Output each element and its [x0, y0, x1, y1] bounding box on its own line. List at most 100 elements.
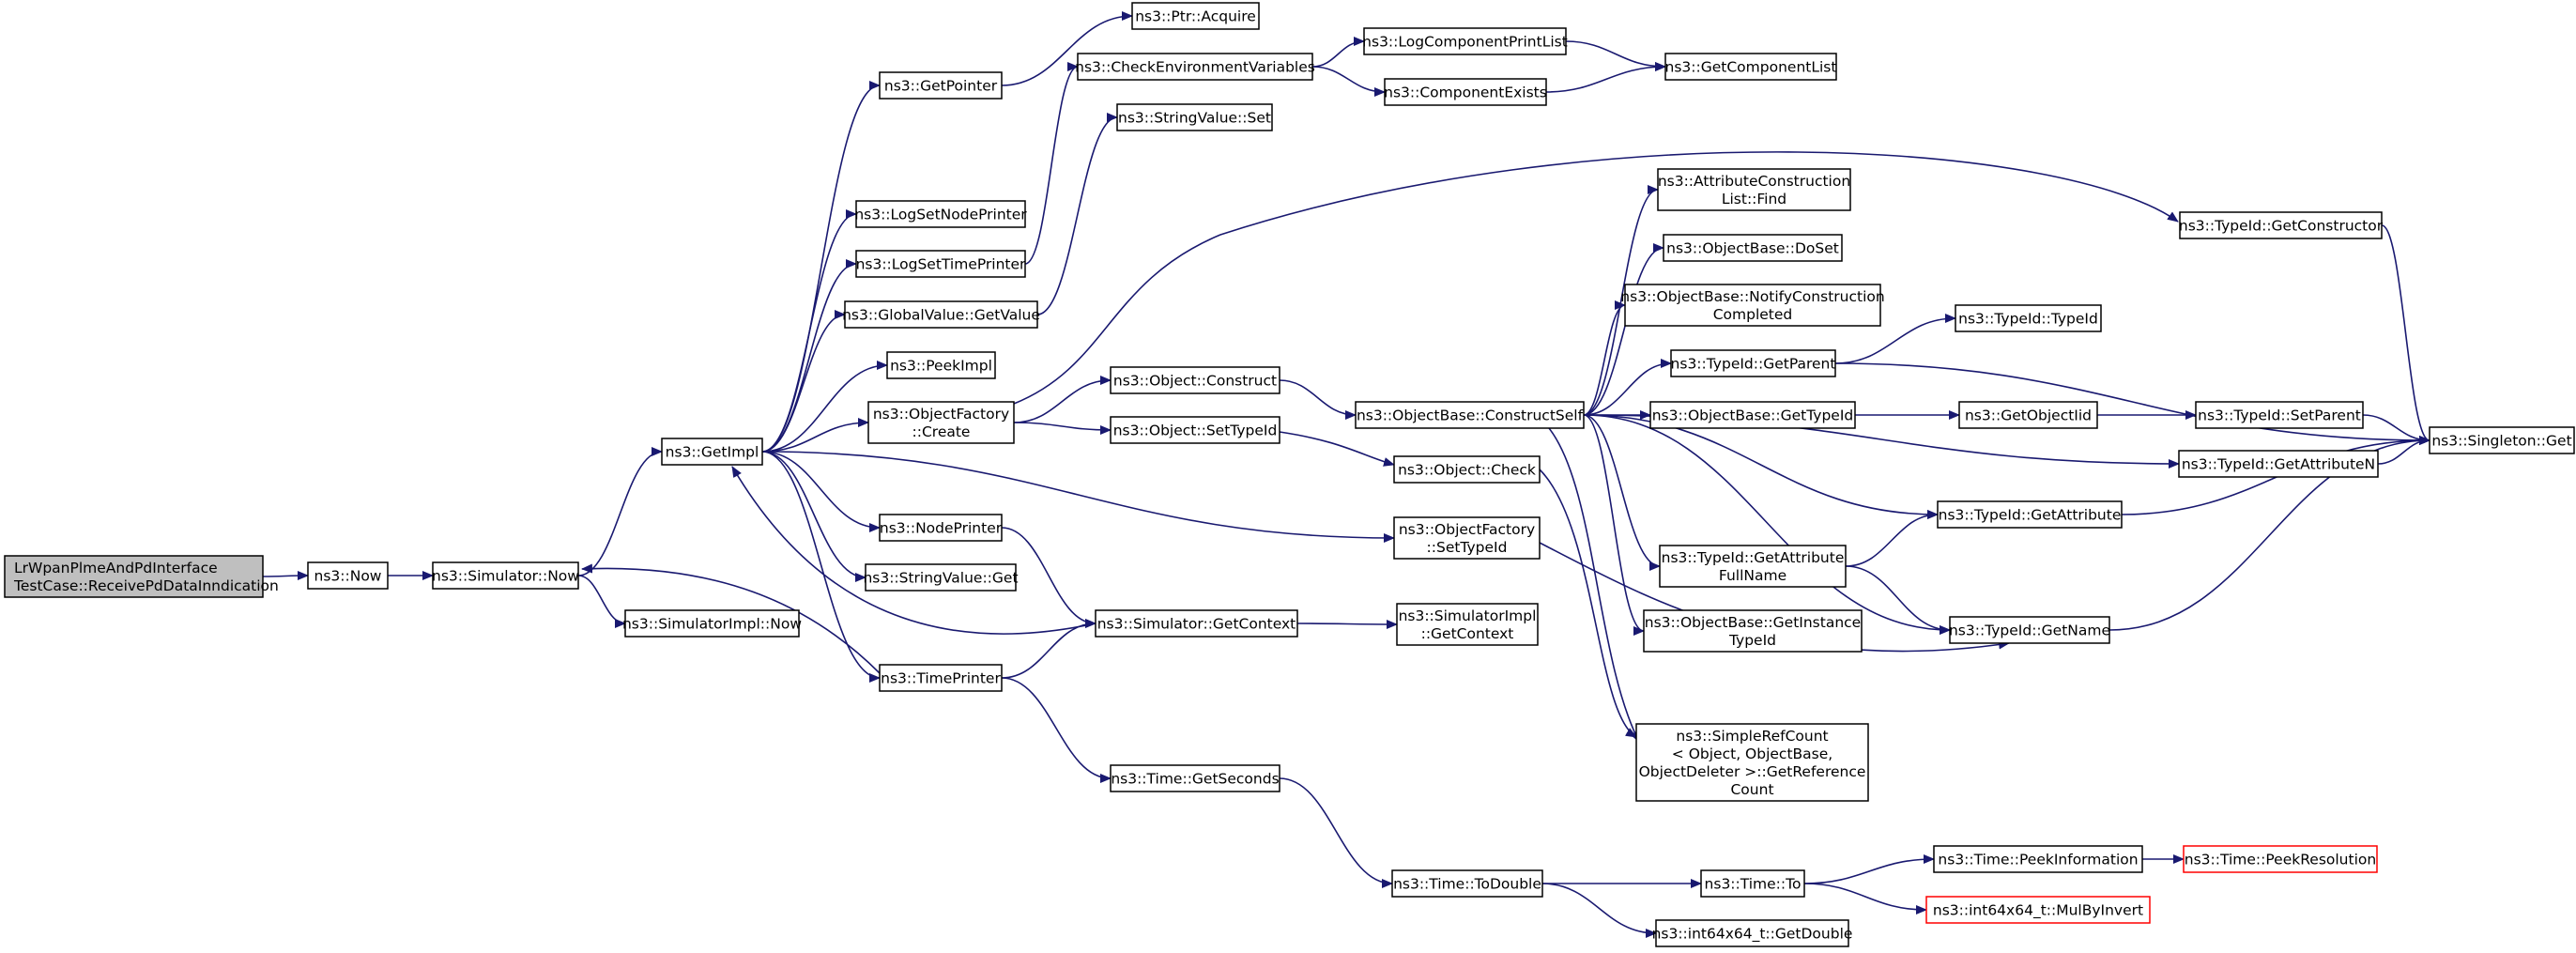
node-box[interactable] — [1933, 845, 2143, 873]
node-box[interactable] — [2178, 450, 2379, 478]
node-ns3-simulatorimpl-getcontext[interactable]: ns3::SimulatorImpl::GetContext — [1396, 603, 1539, 646]
node-box[interactable] — [865, 563, 1017, 592]
node-box[interactable] — [1355, 401, 1585, 429]
node-ns3-time-getseconds[interactable]: ns3::Time::GetSeconds — [1110, 764, 1280, 792]
node-box[interactable] — [1664, 53, 1837, 81]
node-ns3-objectbase-constructself[interactable]: ns3::ObjectBase::ConstructSelf — [1355, 401, 1585, 429]
node-ns3-typeid-getattributen[interactable]: ns3::TypeId::GetAttributeN — [2178, 450, 2379, 478]
node-ns3-typeid-getconstructor[interactable]: ns3::TypeId::GetConstructor — [2179, 211, 2384, 239]
node-box[interactable] — [432, 561, 579, 590]
node-ns3-object-construct[interactable]: ns3::Object::Construct — [1110, 366, 1280, 394]
node-box[interactable] — [1110, 764, 1280, 792]
node-box[interactable] — [879, 71, 1003, 100]
node-ns3-logsetnodeprinter[interactable]: ns3::LogSetNodePrinter — [854, 200, 1027, 228]
node-ns3-simulator-getcontext[interactable]: ns3::Simulator::GetContext — [1095, 609, 1298, 638]
node-box[interactable] — [844, 300, 1038, 329]
node-ns3-timeprinter[interactable]: ns3::TimePrinter — [879, 664, 1003, 692]
node-box[interactable] — [1110, 416, 1280, 444]
node-box[interactable] — [1655, 919, 1849, 947]
node-ns3-int64x64-t-getdouble[interactable]: ns3::int64x64_t::GetDouble — [1652, 919, 1853, 947]
node-box[interactable] — [1624, 284, 1881, 327]
node-ns3-simulator-now[interactable]: ns3::Simulator::Now — [432, 561, 579, 590]
node-ns3-checkenvironmentvariables[interactable]: ns3::CheckEnvironmentVariables — [1075, 53, 1315, 81]
node-box[interactable] — [1384, 78, 1547, 106]
node-ns3-time-to[interactable]: ns3::Time::To — [1700, 869, 1805, 898]
node-box[interactable] — [2429, 426, 2575, 454]
node-ns3-getobjectiid[interactable]: ns3::GetObjectIid — [1958, 401, 2098, 429]
node-box[interactable] — [1700, 869, 1805, 898]
node-ns3-nodeprinter[interactable]: ns3::NodePrinter — [879, 514, 1003, 542]
node-box[interactable] — [1095, 609, 1298, 638]
node-ns3-ptr-acquire[interactable]: ns3::Ptr::Acquire — [1131, 2, 1260, 30]
node-box[interactable] — [1131, 2, 1260, 30]
node-ns3-logsettimeprinter[interactable]: ns3::LogSetTimePrinter — [855, 250, 1026, 278]
node-ns3-peekimpl[interactable]: ns3::PeekImpl — [886, 351, 996, 379]
node-box[interactable] — [1949, 616, 2110, 644]
node-box[interactable] — [1110, 366, 1280, 394]
node-box[interactable] — [1670, 349, 1836, 377]
node-box[interactable] — [2179, 211, 2383, 239]
node-ns3-singleton-get[interactable]: ns3::Singleton::Get — [2429, 426, 2575, 454]
node-ns3-simplerefcount-object-objectbase-objectdeleter-getreference-count[interactable]: ns3::SimpleRefCount< Object, ObjectBase,… — [1635, 723, 1869, 802]
node-box[interactable] — [867, 401, 1015, 444]
node-ns3-stringvalue-set[interactable]: ns3::StringValue::Set — [1116, 103, 1273, 131]
node-ns3-stringvalue-get[interactable]: ns3::StringValue::Get — [863, 563, 1019, 592]
node-ns3-logcomponentprintlist[interactable]: ns3::LogComponentPrintList — [1362, 27, 1568, 55]
node-box[interactable] — [855, 200, 1026, 228]
node-box[interactable] — [886, 351, 996, 379]
node-ns3-objectfactory-settypeid[interactable]: ns3::ObjectFactory::SetTypeId — [1393, 516, 1541, 560]
node-ns3-time-todouble[interactable]: ns3::Time::ToDouble — [1391, 869, 1543, 898]
node-box[interactable] — [1937, 500, 2123, 529]
node-ns3-typeid-setparent[interactable]: ns3::TypeId::SetParent — [2195, 401, 2364, 429]
node-box[interactable] — [879, 514, 1003, 542]
node-ns3-typeid-getname[interactable]: ns3::TypeId::GetName — [1949, 616, 2110, 644]
node-ns3-objectbase-doset[interactable]: ns3::ObjectBase::DoSet — [1663, 234, 1843, 262]
node-box[interactable] — [1958, 401, 2098, 429]
node-box[interactable] — [624, 609, 800, 638]
node-ns3-time-peekresolution[interactable]: ns3::Time::PeekResolution — [2183, 845, 2378, 873]
node-ns3-getpointer[interactable]: ns3::GetPointer — [879, 71, 1003, 100]
node-box[interactable] — [1396, 603, 1539, 646]
node-box[interactable] — [1077, 53, 1313, 81]
node-ns3-componentexists[interactable]: ns3::ComponentExists — [1384, 78, 1547, 106]
node-box[interactable] — [1659, 545, 1847, 588]
node-box[interactable] — [1663, 234, 1843, 262]
node-ns3-objectfactory-create[interactable]: ns3::ObjectFactory::Create — [867, 401, 1015, 444]
node-box[interactable] — [1643, 609, 1863, 653]
node-ns3-globalvalue-getvalue[interactable]: ns3::GlobalValue::GetValue — [842, 300, 1040, 329]
node-ns3-object-check[interactable]: ns3::Object::Check — [1393, 455, 1541, 484]
node-lrwpanplmeandpdinterface-testcase-receivepddatainndication[interactable]: LrWpanPlmeAndPdInterfaceTestCase::Receiv… — [4, 555, 279, 598]
node-ns3-typeid-getattribute[interactable]: ns3::TypeId::GetAttribute — [1937, 500, 2123, 529]
node-box[interactable] — [1649, 401, 1856, 429]
node-box[interactable] — [879, 664, 1003, 692]
node-box[interactable] — [1393, 516, 1541, 560]
node-box[interactable] — [1393, 455, 1541, 484]
node-ns3-int64x64-t-mulbyinvert[interactable]: ns3::int64x64_t::MulByInvert — [1925, 896, 2151, 924]
node-ns3-typeid-getparent[interactable]: ns3::TypeId::GetParent — [1670, 349, 1836, 377]
node-ns3-object-settypeid[interactable]: ns3::Object::SetTypeId — [1110, 416, 1280, 444]
node-box[interactable] — [4, 555, 264, 598]
node-box[interactable] — [307, 561, 389, 590]
node-box[interactable] — [855, 250, 1026, 278]
node-box[interactable] — [1391, 869, 1543, 898]
node-box[interactable] — [1657, 168, 1851, 211]
node-ns3-now[interactable]: ns3::Now — [307, 561, 389, 590]
node-box[interactable] — [1955, 304, 2102, 332]
node-ns3-objectbase-gettypeid[interactable]: ns3::ObjectBase::GetTypeId — [1649, 401, 1856, 429]
node-box[interactable] — [661, 438, 763, 466]
node-ns3-objectbase-notifyconstruction-completed[interactable]: ns3::ObjectBase::NotifyConstructionCompl… — [1620, 284, 1885, 327]
node-ns3-getcomponentlist[interactable]: ns3::GetComponentList — [1664, 53, 1837, 81]
node-box[interactable] — [2183, 845, 2378, 873]
node-box[interactable] — [1116, 103, 1273, 131]
node-box[interactable] — [1635, 723, 1869, 802]
node-box[interactable] — [2195, 401, 2364, 429]
node-ns3-simulatorimpl-now[interactable]: ns3::SimulatorImpl::Now — [622, 609, 802, 638]
node-ns3-getimpl[interactable]: ns3::GetImpl — [661, 438, 763, 466]
node-ns3-time-peekinformation[interactable]: ns3::Time::PeekInformation — [1933, 845, 2143, 873]
node-box[interactable] — [1363, 27, 1567, 55]
node-box[interactable] — [1925, 896, 2151, 924]
node-ns3-typeid-typeid[interactable]: ns3::TypeId::TypeId — [1955, 304, 2102, 332]
